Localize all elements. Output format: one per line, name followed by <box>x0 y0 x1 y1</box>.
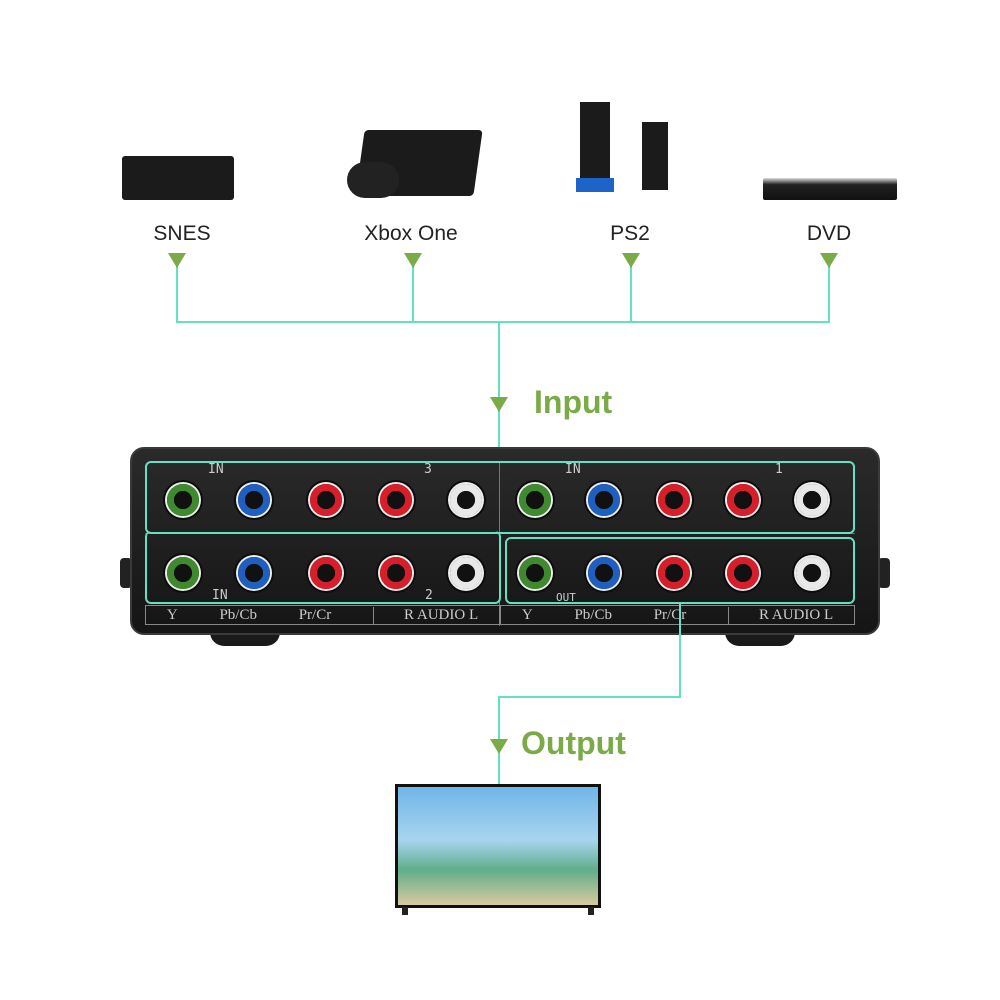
strip-label: Pr/Cr <box>298 606 332 623</box>
arrow-down-icon <box>622 253 640 268</box>
tv-stand <box>588 907 594 915</box>
source-label-snes: SNES <box>153 222 211 245</box>
ps2-console-icon <box>580 102 610 190</box>
input-label: Input <box>534 384 613 420</box>
rca-jack-audio-r <box>376 480 416 520</box>
in2-label: IN <box>212 588 228 603</box>
input-group-highlight <box>145 461 855 534</box>
jack-ring <box>727 557 759 589</box>
arrow-down-icon <box>820 253 838 268</box>
rca-jack-pr <box>306 480 346 520</box>
tv-icon <box>395 784 601 908</box>
in2-number: 2 <box>425 588 433 603</box>
strip-label: Y <box>166 606 178 623</box>
jack-ring <box>380 484 412 516</box>
side-knob <box>120 558 132 588</box>
connector-line <box>176 321 830 323</box>
jack-ring <box>380 557 412 589</box>
connector-line <box>630 262 632 323</box>
source-label-xbox: Xbox One <box>364 222 458 245</box>
in1-label: IN <box>565 462 581 477</box>
rca-jack-y <box>163 480 203 520</box>
arrow-down-icon <box>168 253 186 268</box>
arrow-down-icon <box>490 397 508 412</box>
jack-ring <box>519 557 551 589</box>
jack-ring <box>310 484 342 516</box>
rca-jack-pr <box>306 553 346 593</box>
label-strip-right: Y Pb/Cb Pr/Cr R AUDIO L <box>500 605 855 625</box>
rca-jack-audio-r <box>376 553 416 593</box>
strip-label: R AUDIO L <box>727 606 833 624</box>
rca-jack-audio-l <box>446 480 486 520</box>
jack-ring <box>796 484 828 516</box>
rca-jack-pb <box>584 480 624 520</box>
strip-label: Y <box>521 606 533 623</box>
input-group-highlight <box>145 531 501 604</box>
jack-ring <box>167 484 199 516</box>
rca-jack-audio-l <box>446 553 486 593</box>
in1-number: 1 <box>775 462 783 477</box>
connector-line <box>498 321 500 461</box>
rca-jack-audio-r <box>723 480 763 520</box>
source-label-ps2: PS2 <box>610 222 650 245</box>
jack-ring <box>727 484 759 516</box>
source-label-dvd: DVD <box>806 222 852 245</box>
strip-label: R AUDIO L <box>372 606 478 624</box>
rca-jack-pb <box>234 553 274 593</box>
rca-jack-pb <box>234 480 274 520</box>
ps2-stand-icon <box>576 178 614 192</box>
connector-line <box>828 262 830 323</box>
jack-ring <box>238 557 270 589</box>
arrow-down-icon <box>404 253 422 268</box>
connector-line <box>679 604 681 698</box>
jack-ring <box>450 557 482 589</box>
output-label: Output <box>521 725 626 761</box>
jack-ring <box>658 484 690 516</box>
rca-jack-pr <box>654 480 694 520</box>
jack-ring <box>796 557 828 589</box>
strip-label: Pb/Cb <box>219 606 257 623</box>
rca-jack-audio-l <box>792 480 832 520</box>
jack-ring <box>658 557 690 589</box>
set-top-box-icon <box>122 156 234 200</box>
jack-ring <box>238 484 270 516</box>
rca-jack-y <box>163 553 203 593</box>
xbox-controller-icon <box>347 162 399 198</box>
in3-number: 3 <box>424 462 432 477</box>
rca-jack-y <box>515 480 555 520</box>
jack-ring <box>167 557 199 589</box>
jack-ring <box>450 484 482 516</box>
side-knob <box>878 558 890 588</box>
rca-jack-pb <box>584 553 624 593</box>
connector-line <box>498 696 681 698</box>
rca-jack-pr <box>654 553 694 593</box>
connector-line <box>412 262 414 323</box>
jack-ring <box>519 484 551 516</box>
rca-jack-audio-r <box>723 553 763 593</box>
tv-screen <box>398 787 598 905</box>
out-label: OUT <box>556 591 576 604</box>
rca-jack-y <box>515 553 555 593</box>
jack-ring <box>310 557 342 589</box>
connector-line <box>176 262 178 323</box>
output-group-highlight <box>505 537 855 604</box>
label-strip-left: Y Pb/Cb Pr/Cr R AUDIO L <box>145 605 500 625</box>
jack-ring <box>588 557 620 589</box>
jack-ring <box>588 484 620 516</box>
strip-label: Pr/Cr <box>653 606 687 623</box>
ps2-slim-icon <box>642 122 668 190</box>
tv-stand <box>402 907 408 915</box>
strip-label: Pb/Cb <box>574 606 612 623</box>
dvd-player-icon <box>763 178 897 200</box>
arrow-down-icon <box>490 739 508 754</box>
in3-label: IN <box>208 462 224 477</box>
rca-jack-audio-l <box>792 553 832 593</box>
